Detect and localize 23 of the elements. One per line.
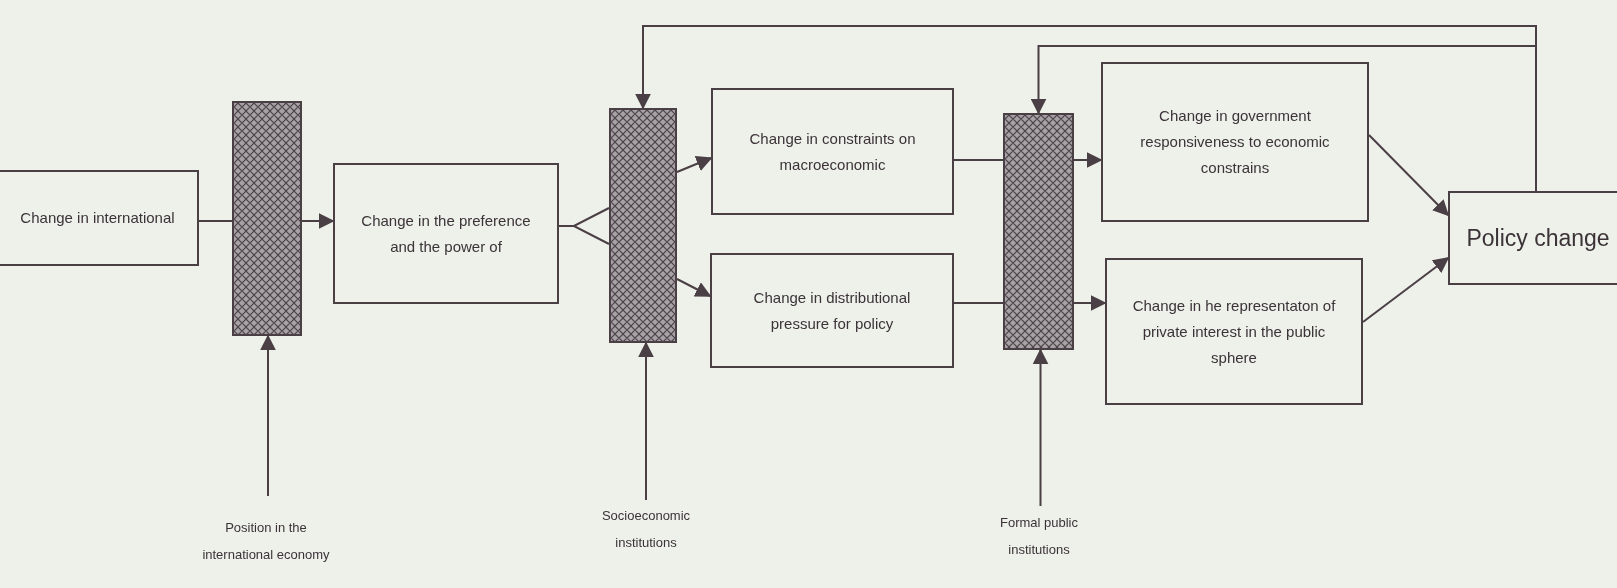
factor-text: Socioeconomic institutions: [586, 500, 706, 558]
arrow: [301, 213, 335, 229]
process-box: Change in government responsiveness to economic constrains: [1101, 62, 1369, 222]
hatched-bar: [232, 101, 302, 336]
arrow: [638, 341, 654, 501]
arrow: [676, 278, 712, 297]
process-box: Change in the preference and the power of: [333, 163, 559, 304]
arrow: [1073, 295, 1107, 311]
process-box: Change in he representaton of private interest in the public sphere: [1105, 258, 1363, 405]
arrow: [1362, 257, 1450, 323]
arrow: [676, 156, 713, 173]
hatched-bar: [609, 108, 677, 343]
factor-text: Position in the international economy: [196, 496, 336, 586]
process-box: Policy change: [1448, 191, 1617, 285]
arrow: [1368, 134, 1450, 217]
factor-text: Formal public institutions: [979, 506, 1099, 566]
process-box: Change in distributional pressure for policy: [710, 253, 954, 368]
hatched-bar: [1003, 113, 1074, 350]
arrow: [1032, 348, 1049, 507]
process-box: Change in constraints on macroeconomic: [711, 88, 954, 215]
arrow: [1073, 152, 1103, 168]
process-box: Change in international: [0, 170, 199, 266]
arrow: [260, 334, 276, 497]
